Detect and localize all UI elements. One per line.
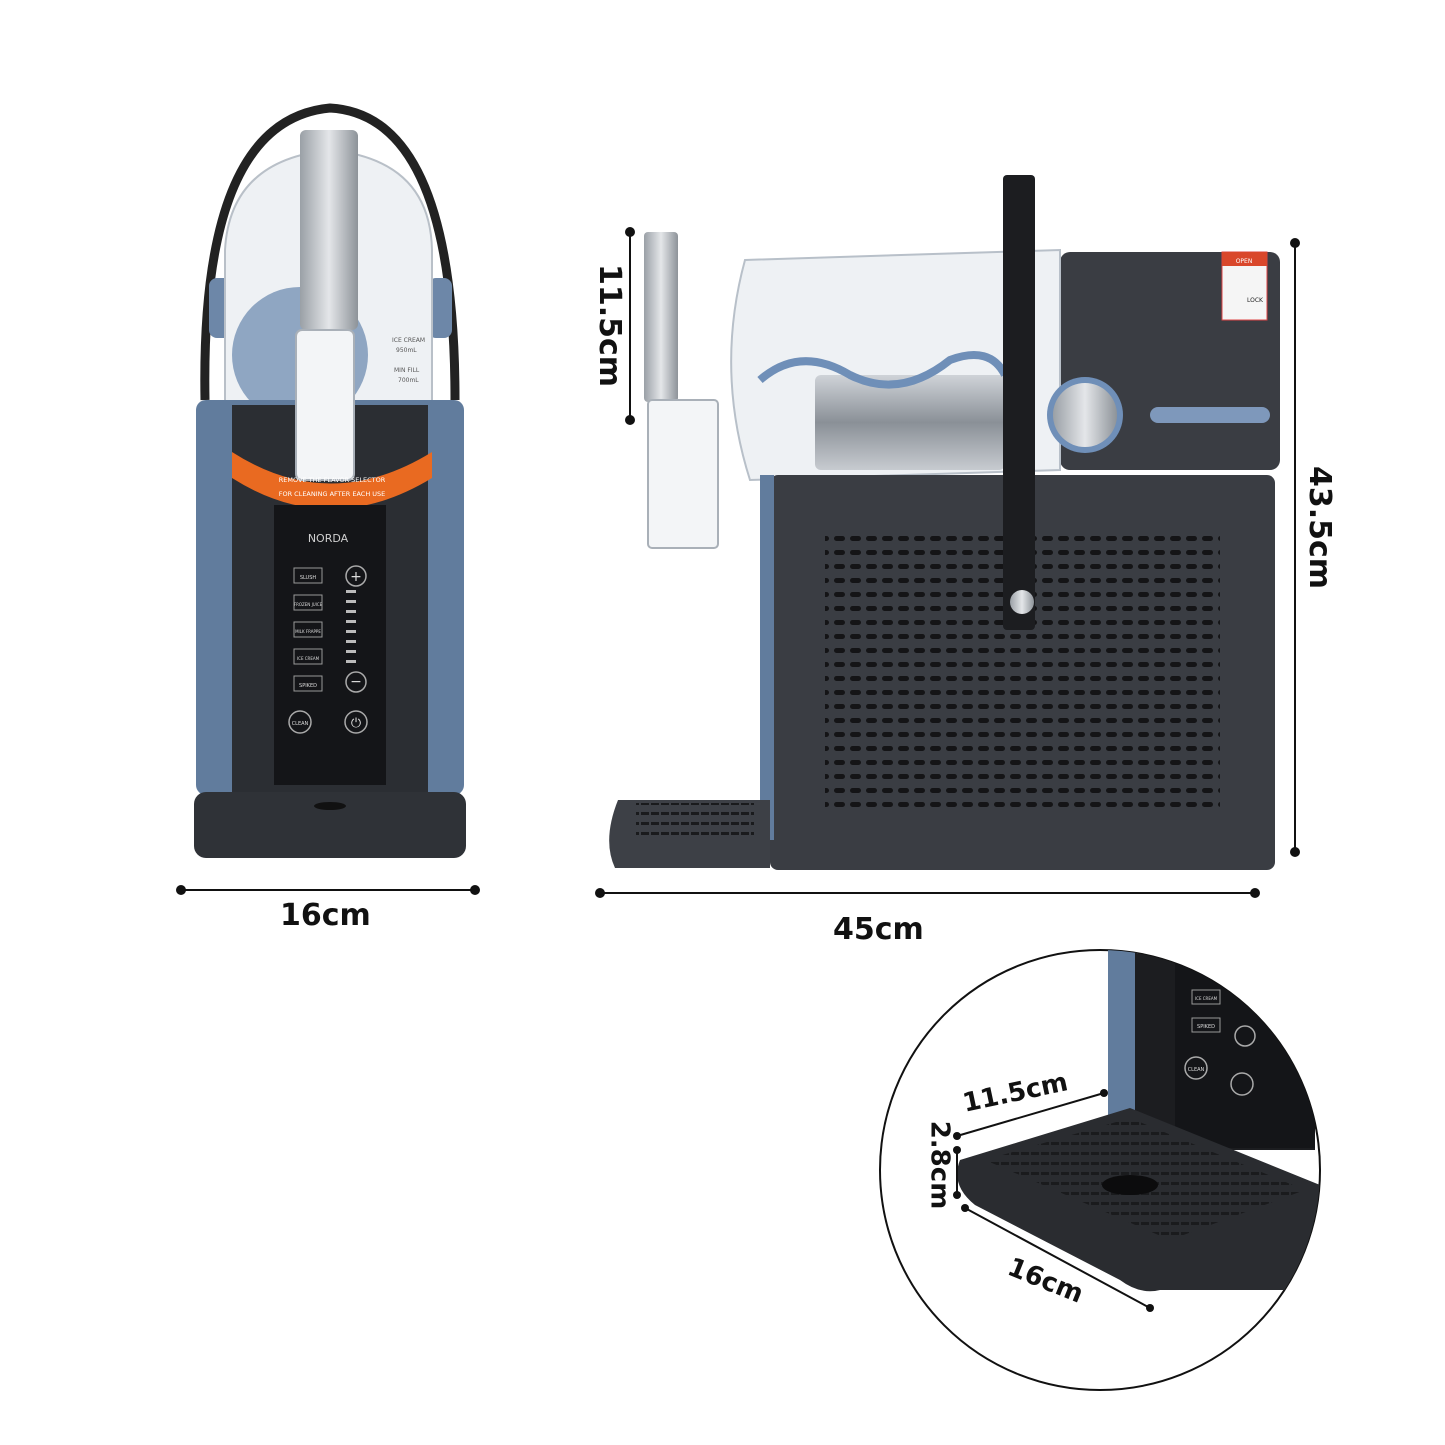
drip-tray-front [194, 792, 466, 858]
mode-label-ice-cream: ICE CREAM [297, 656, 320, 661]
spout-height-label: 11.5cm [592, 263, 628, 388]
lock-knob[interactable] [1053, 383, 1117, 447]
jar-mark-2-volume: 700mL [398, 377, 419, 384]
detail-label-spiked: SPIKED [1197, 1024, 1215, 1030]
orange-banner [232, 452, 432, 509]
mode-button-ice-cream[interactable] [293, 648, 323, 665]
mode-label-spiked: SPIKED [299, 683, 317, 689]
detail-depth-line [953, 1089, 1108, 1140]
drain-hole [314, 802, 346, 810]
plus-button[interactable] [345, 565, 367, 587]
mode-button-milk-frappe[interactable] [293, 621, 323, 638]
lock-lever[interactable] [1150, 407, 1270, 423]
front-width-label: 16cm [280, 898, 371, 933]
mode-button-slush[interactable] [293, 567, 323, 584]
drip-tray-grate [636, 803, 754, 837]
detail-minus-button[interactable] [1234, 1025, 1256, 1047]
total-height-dimension [1290, 238, 1300, 857]
minus-button[interactable] [345, 671, 367, 693]
front-width-dimension [176, 885, 480, 895]
minus-icon: − [350, 674, 362, 690]
detail-spiked-button[interactable] [1191, 1017, 1221, 1033]
body-front-edge [760, 475, 774, 840]
power-button[interactable] [344, 710, 368, 734]
freezing-drum [815, 375, 1005, 470]
mode-label-frozen-juice: FROZEN JUICE [294, 602, 323, 607]
lock-open-label: OPEN [1236, 258, 1253, 265]
control-panel [274, 505, 386, 785]
brand-label: NORDA [308, 532, 349, 545]
detail-height-label: 2.8cm [924, 1120, 955, 1210]
spout-front [295, 329, 355, 481]
mode-button-frozen-juice[interactable] [293, 594, 323, 611]
detail-ice-cream-button[interactable] [1191, 989, 1221, 1005]
auger [757, 351, 1009, 389]
spout-height-dimension [625, 227, 635, 425]
length-label: 45cm [833, 912, 924, 947]
lock-lock-label: LOCK [1247, 297, 1264, 304]
mode-label-milk-frappe: MILK FRAPPE [295, 629, 321, 634]
banner-line-1: REMOVE THE FLAVOR SELECTOR [279, 476, 386, 484]
mode-label-slush: SLUSH [300, 575, 317, 581]
dispense-lever-side [644, 232, 678, 402]
plus-icon: + [350, 569, 362, 585]
banner-line-2: FOR CLEANING AFTER EACH USE [279, 490, 386, 498]
detail-clean-label: CLEAN [1188, 1067, 1205, 1073]
total-height-label: 43.5cm [1302, 465, 1338, 590]
spout-side [647, 399, 719, 549]
side-view-machine [609, 175, 1280, 870]
detail-height-line [953, 1146, 961, 1199]
detail-clean-button[interactable] [1184, 1056, 1208, 1080]
jar-mark-1-volume: 950mL [396, 347, 417, 354]
jar-mark-1: ICE CREAM [392, 337, 425, 344]
level-indicator [346, 590, 356, 663]
carry-handle [200, 103, 460, 401]
length-dimension [595, 888, 1260, 898]
front-view-machine: + − ⏻ [194, 103, 466, 858]
detail-label-ice-cream: ICE CREAM [1195, 996, 1218, 1001]
detail-width-line [961, 1204, 1154, 1312]
jar-mark-2: MIN FILL [394, 367, 420, 374]
dispense-lever [300, 130, 358, 330]
carry-strap [1003, 175, 1035, 630]
side-knob-right [428, 278, 452, 338]
clean-button[interactable] [288, 710, 312, 734]
detail-power-button[interactable] [1230, 1072, 1254, 1096]
mode-button-spiked[interactable] [293, 675, 323, 692]
power-icon: ⏻ [351, 716, 361, 731]
clean-label: CLEAN [292, 721, 309, 727]
strap-rivet [1010, 590, 1034, 614]
